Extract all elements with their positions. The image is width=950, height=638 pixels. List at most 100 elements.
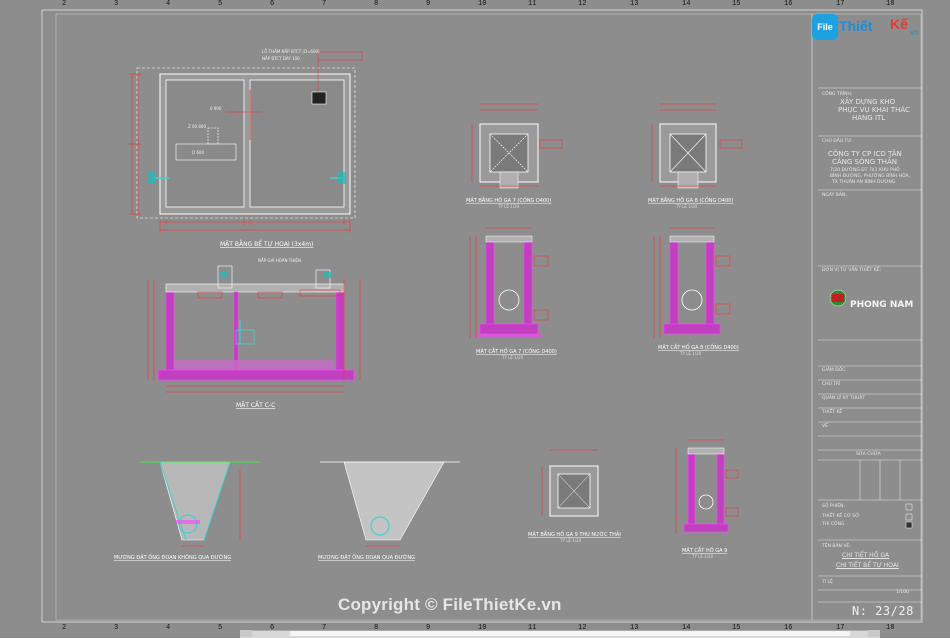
ruler-top-mark: 17 <box>836 0 845 8</box>
ruler-bottom-mark: 3 <box>114 624 119 632</box>
status-design: THIẾT KẾ CƠ SỞ <box>822 514 860 519</box>
ruler-bottom-mark: 8 <box>374 624 379 632</box>
title-block-frame <box>818 87 922 603</box>
pit8-plan-scale: TỶ LỆ 1/20 <box>675 204 698 209</box>
ruler-top-mark: 18 <box>886 0 895 8</box>
sheet-name-2: CHI TIẾT BỂ TỰ HOẠI <box>836 562 899 569</box>
owner-line3: 7/20 ĐƯỜNG ĐT 743 KHU PHỐ <box>830 168 900 173</box>
ruler-top-mark: 6 <box>270 0 275 8</box>
project-line2: PHỤC VỤ KHAI THÁC <box>838 106 910 114</box>
trench1-title: MƯƠNG ĐẶT ỐNG ĐOẠN KHÔNG QUA ĐƯỜNG <box>114 553 231 561</box>
project-line1: XÂY DỰNG KHO <box>840 98 896 106</box>
copyright-watermark: Copyright © FileThietKe.vn <box>338 595 562 614</box>
project-label: CÔNG TRÌNH: <box>822 92 853 97</box>
pit8-plan-title: MẶT BẰNG HỐ GA 8 (CỐNG D400) <box>648 196 733 204</box>
ruler-top: 2 3 4 5 6 7 8 9 10 11 12 13 14 15 16 17 … <box>0 0 950 10</box>
svg-text:Z 00 800: Z 00 800 <box>188 124 206 129</box>
ruler-top-mark: 16 <box>784 0 793 8</box>
ruler-bottom-mark: 4 <box>166 624 171 632</box>
ruler-bottom-mark: 10 <box>478 624 487 632</box>
consultant-logo <box>829 289 847 307</box>
date-label: NGÀY BẢN: <box>822 193 847 198</box>
ruler-top-mark: 13 <box>630 0 639 8</box>
ruler-bottom-mark: 16 <box>784 624 793 632</box>
ruler-top-mark: 2 <box>62 0 67 8</box>
owner-line4: BÌNH ĐƯỜNG, PHƯỜNG BÌNH HÒA, <box>830 174 911 179</box>
ruler-bottom-mark: 6 <box>270 624 275 632</box>
ruler-bottom-mark: 17 <box>836 624 845 632</box>
ruler-bottom-mark: 11 <box>528 624 537 632</box>
owner-line1: CÔNG TY CP ICD TÂN <box>828 150 902 158</box>
section-title: MẶT CẮT C-C <box>236 401 275 409</box>
revision-label: SỬA CHỮA <box>856 452 881 457</box>
row-check: QUẢN LÝ KỸ THUẬT <box>822 396 866 401</box>
scrollbar-thumb[interactable] <box>290 631 850 636</box>
ruler-bottom-mark: 14 <box>682 624 691 632</box>
pit9-plan-title: MẶT BẰNG HỐ GA 9 THU NƯỚC THẢI <box>528 530 621 538</box>
ruler-bottom-mark: 5 <box>218 624 223 632</box>
pit9-sec-title: MẶT CẮT HỐ GA 9 <box>682 546 727 554</box>
svg-text:D 600: D 600 <box>192 150 204 155</box>
ruler-bottom-mark: 2 <box>62 624 67 632</box>
pit7-section <box>469 227 549 338</box>
owner-line5: TX THUẬN AN BÌNH DƯƠNG <box>832 180 896 185</box>
sheet-name-label: TÊN BẢN VẼ: <box>822 544 851 549</box>
note-top: LỖ THĂM NẮP BTCT (D=600) <box>262 49 320 54</box>
scroll-left-button[interactable] <box>240 630 252 637</box>
logo-domain: .vn <box>908 28 919 37</box>
ruler-bottom-mark: 9 <box>426 624 431 632</box>
row-design: THIẾT KẾ <box>822 410 843 415</box>
pit7-sec-scale: TỶ LỆ 1/20 <box>501 355 524 360</box>
pit9-plan <box>541 449 599 517</box>
ruler-top-mark: 7 <box>322 0 327 8</box>
row-head: CHỦ TRÌ <box>822 382 841 387</box>
pit9-section <box>675 439 739 534</box>
logo-name-a: Thiết <box>839 18 873 34</box>
owner-line2: CẢNG SÓNG THẦN <box>832 158 897 166</box>
note-top2: NẮP GIẢ HOÀN THIỆN <box>258 258 301 263</box>
ruler-top-mark: 3 <box>114 0 119 8</box>
ruler-top-mark: 14 <box>682 0 691 8</box>
ruler-top-mark: 11 <box>528 0 537 8</box>
row-approve: GIÁM ĐỐC <box>822 368 846 373</box>
ruler-bottom-mark: 18 <box>886 624 895 632</box>
scale-label: TỈ LỆ <box>822 580 833 585</box>
scale-value: 1/100 <box>896 590 909 595</box>
septic-tank-plan: Z 00 800 D 600 0 900 <box>129 51 363 233</box>
ruler-top-mark: 5 <box>218 0 223 8</box>
pit7-sec-title: MẶT CẮT HỐ GA 7 (CỐNG D400) <box>476 347 557 355</box>
sheet-number: N: 23/28 <box>852 604 914 618</box>
logo-name-b: Kế <box>890 16 908 32</box>
ruler-top-mark: 9 <box>426 0 431 8</box>
trench-road <box>320 461 460 547</box>
plan-title: MẶT BẰNG BỂ TỰ HOẠI (3x4m) <box>220 240 313 248</box>
row-draw: VẼ <box>822 424 828 429</box>
pit9-plan-scale: TỶ LỆ 1/20 <box>559 538 582 543</box>
consultant-name: PHONG NAM <box>850 300 914 310</box>
pit8-plan <box>651 103 743 189</box>
pit8-sec-scale: TỶ LỆ 1/20 <box>679 351 702 356</box>
ruler-bottom-mark: 12 <box>578 624 587 632</box>
trench2-title: MƯƠNG ĐẶT ỐNG ĐOẠN QUA ĐƯỜNG <box>318 553 415 561</box>
svg-text:0 900: 0 900 <box>210 106 222 111</box>
trench-not-road <box>140 461 260 547</box>
ruler-bottom-mark: 7 <box>322 624 327 632</box>
ruler-top-mark: 8 <box>374 0 379 8</box>
owner-label: CHỦ ĐẦU TƯ: <box>822 139 853 144</box>
pit7-plan-title: MẶT BẰNG HỐ GA 7 (CỐNG D400) <box>466 196 551 204</box>
sheet-name-1: CHI TIẾT HỐ GA <box>842 552 890 559</box>
ruler-bottom-mark: 15 <box>732 624 741 632</box>
status-label: SỐ PHIÊN: <box>822 504 845 509</box>
ruler-bottom-mark: 13 <box>630 624 639 632</box>
pit8-section <box>653 227 731 338</box>
ruler-top-mark: 10 <box>478 0 487 8</box>
site-logo[interactable]: File Thiết Kế .vn <box>812 12 920 42</box>
septic-tank-section <box>147 265 361 393</box>
project-line3: HÀNG ITL <box>852 114 886 122</box>
pit9-sec-scale: TỶ LỆ 1/20 <box>691 554 714 559</box>
scroll-right-button[interactable] <box>868 630 880 637</box>
ruler-bottom: 2 3 4 5 6 7 8 9 10 11 12 13 14 15 16 17 … <box>0 624 950 634</box>
consultant-label: ĐƠN VỊ TƯ VẤN THIẾT KẾ: <box>822 268 882 273</box>
